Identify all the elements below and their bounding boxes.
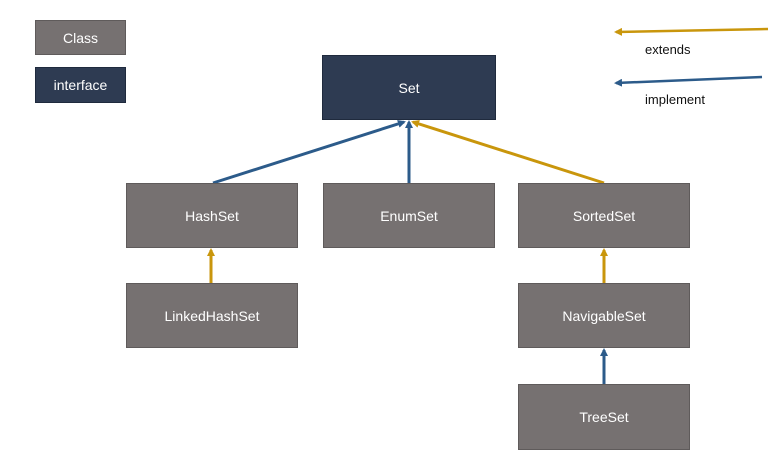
node-treeset: TreeSet: [518, 384, 690, 450]
node-navigableset-label: NavigableSet: [562, 307, 646, 324]
node-enumset: EnumSet: [323, 183, 495, 248]
arrow-sortedset-to-set: [411, 120, 605, 185]
legend-implement-arrow: [614, 75, 763, 87]
arrow-hashset-to-set: [212, 120, 406, 185]
node-navigableset: NavigableSet: [518, 283, 690, 348]
legend-implement-label: implement: [645, 92, 705, 107]
node-hashset: HashSet: [126, 183, 298, 248]
node-treeset-label: TreeSet: [579, 409, 629, 425]
legend-interface-label: interface: [53, 77, 108, 93]
node-sortedset: SortedSet: [518, 183, 690, 248]
legend-class-swatch: Class: [35, 20, 126, 55]
node-linkedhashset: LinkedHashSet: [126, 283, 298, 348]
node-enumset-label: EnumSet: [380, 207, 438, 224]
legend-extends-arrow: [614, 27, 769, 36]
node-set-label: Set: [398, 79, 420, 96]
node-linkedhashset-label: LinkedHashSet: [164, 307, 260, 324]
legend-extends-label: extends: [645, 42, 691, 57]
legend-interface-swatch: interface: [35, 67, 126, 103]
node-sortedset-label: SortedSet: [572, 207, 636, 224]
node-set: Set: [322, 55, 496, 120]
legend-class-label: Class: [62, 29, 98, 46]
node-hashset-label: HashSet: [185, 207, 239, 224]
